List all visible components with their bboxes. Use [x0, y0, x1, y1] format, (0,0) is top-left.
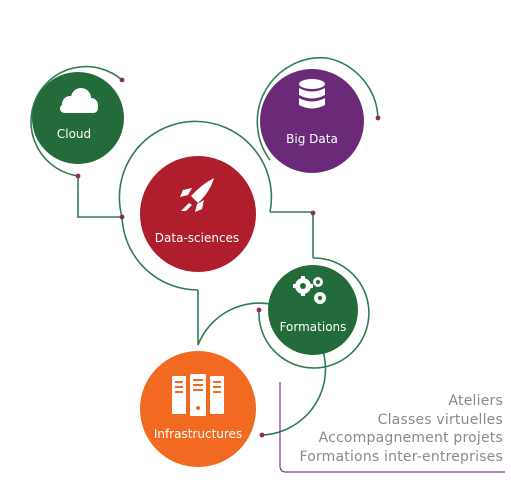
cloud-label: Cloud	[57, 127, 91, 141]
formations-list-item: Accompagnement projets	[318, 430, 503, 446]
gears-icon	[293, 276, 326, 304]
formations-list-item: Formations inter-entreprises	[299, 448, 503, 465]
datasciences-node[interactable]: Data-sciences	[140, 156, 256, 272]
datasciences-ring-bottom	[121, 216, 199, 291]
formations-node[interactable]: Formations	[268, 265, 358, 355]
formations-list-item: Classes virtuelles	[377, 411, 503, 428]
connector-dots	[75, 77, 381, 438]
dot	[75, 173, 81, 179]
dot	[119, 214, 125, 220]
datasciences-ring	[118, 120, 273, 218]
datasciences-to-bigdata-line	[270, 211, 314, 258]
dot	[259, 432, 265, 438]
bigdata-ring	[326, 57, 379, 119]
formations-list: Ateliers Classes virtuelles Accompagneme…	[299, 392, 503, 466]
cloud-icon	[60, 88, 98, 113]
formations-list-bracket	[279, 382, 505, 473]
formations-ring	[258, 257, 370, 369]
bigdata-label: Big Data	[286, 132, 338, 146]
cloud-node[interactable]: Cloud	[32, 72, 124, 164]
dot	[256, 307, 262, 313]
bigdata-node[interactable]: Big Data	[260, 69, 364, 173]
connectors	[30, 56, 379, 436]
infrastructures-node[interactable]: Infrastructures	[140, 351, 256, 467]
infrastructures-label: Infrastructures	[154, 427, 242, 441]
cloud-ring	[30, 65, 123, 177]
cloud-to-datasciences-line	[77, 176, 122, 218]
rocket-icon	[180, 178, 214, 212]
database-icon	[299, 79, 325, 109]
dot	[310, 210, 316, 216]
formations-list-item: Ateliers	[448, 393, 503, 409]
dot	[119, 77, 125, 83]
dot	[375, 115, 381, 121]
servers-icon	[172, 374, 224, 416]
bigdata-ring-left	[256, 56, 328, 161]
datasciences-label: Data-sciences	[155, 231, 239, 245]
formations-label: Formations	[280, 320, 347, 334]
